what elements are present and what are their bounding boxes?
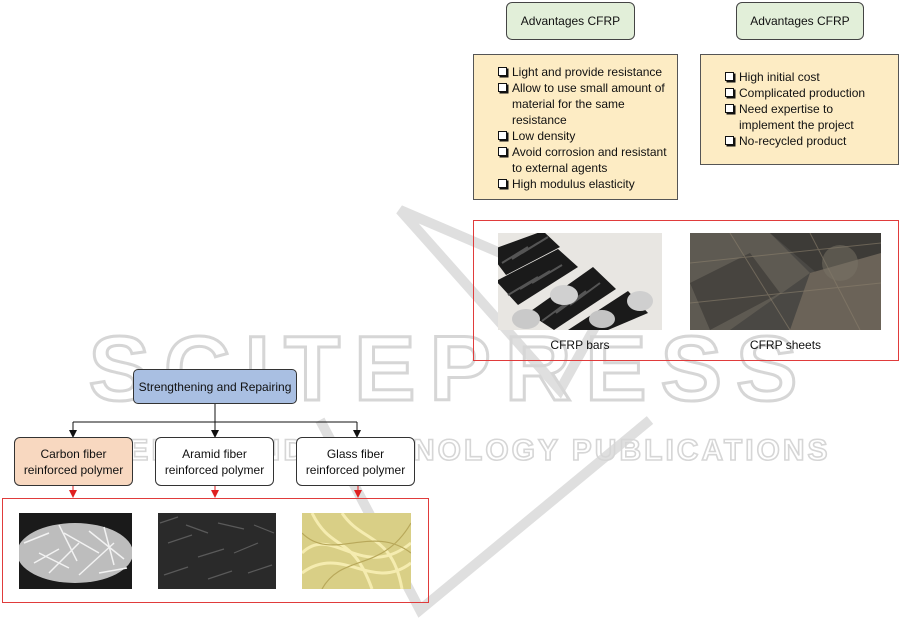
cfrp-photo-frame xyxy=(473,220,899,361)
disadvantage-item: No-recycled product xyxy=(725,133,890,149)
strengthening-root-box: Strengthening and Repairing xyxy=(133,369,297,404)
checkbox-icon xyxy=(725,104,734,113)
advantage-item: Light and provide resistance xyxy=(498,64,669,80)
disadvantage-item: Complicated production xyxy=(725,85,890,101)
cfrp-sheets-caption: CFRP sheets xyxy=(749,338,822,352)
aramid-fiber-box: Aramid fiber reinforced polymer xyxy=(155,437,274,486)
advantage-item: Avoid corrosion and resistant to externa… xyxy=(498,144,669,176)
disadvantage-item: Need expertise to implement the project xyxy=(725,101,890,133)
advantage-item: Low density xyxy=(498,128,669,144)
checkbox-icon xyxy=(725,136,734,145)
advantage-item: Allow to use small amount of material fo… xyxy=(498,80,669,128)
cfrp-bars-photo xyxy=(498,233,662,330)
checkbox-icon xyxy=(725,88,734,97)
advantages-box: Light and provide resistance Allow to us… xyxy=(473,54,678,200)
carbon-fiber-label-2: reinforced polymer xyxy=(23,462,124,477)
cfrp-sheets-photo xyxy=(690,233,881,330)
checkbox-icon xyxy=(498,67,507,76)
aramid-fiber-photo xyxy=(158,513,276,589)
disadvantage-item: High initial cost xyxy=(725,69,890,85)
carbon-fiber-label-1: Carbon fiber xyxy=(40,446,107,461)
checkbox-icon xyxy=(498,83,507,92)
fiber-photo-frame xyxy=(2,498,429,603)
carbon-fiber-box: Carbon fiber reinforced polymer xyxy=(14,437,133,486)
advantages-header-left: Advantages CFRP xyxy=(506,2,635,40)
advantages-header-right: Advantages CFRP xyxy=(736,2,864,40)
checkbox-icon xyxy=(498,131,507,140)
checkbox-icon xyxy=(498,147,507,156)
disadvantages-list: High initial cost Complicated production… xyxy=(725,69,890,149)
aramid-fiber-label-2: reinforced polymer xyxy=(164,462,265,477)
glass-fiber-label-2: reinforced polymer xyxy=(305,462,406,477)
glass-fiber-box: Glass fiber reinforced polymer xyxy=(296,437,415,486)
cfrp-bars-caption: CFRP bars xyxy=(550,338,610,352)
aramid-fiber-label-1: Aramid fiber xyxy=(182,446,247,461)
carbon-fiber-photo xyxy=(19,513,132,589)
advantage-item: High modulus elasticity xyxy=(498,176,669,192)
glass-fiber-label-1: Glass fiber xyxy=(326,446,385,461)
disadvantages-box: High initial cost Complicated production… xyxy=(700,54,899,165)
glass-fiber-photo xyxy=(302,513,411,589)
checkbox-icon xyxy=(725,72,734,81)
checkbox-icon xyxy=(498,179,507,188)
advantages-list: Light and provide resistance Allow to us… xyxy=(498,64,669,192)
